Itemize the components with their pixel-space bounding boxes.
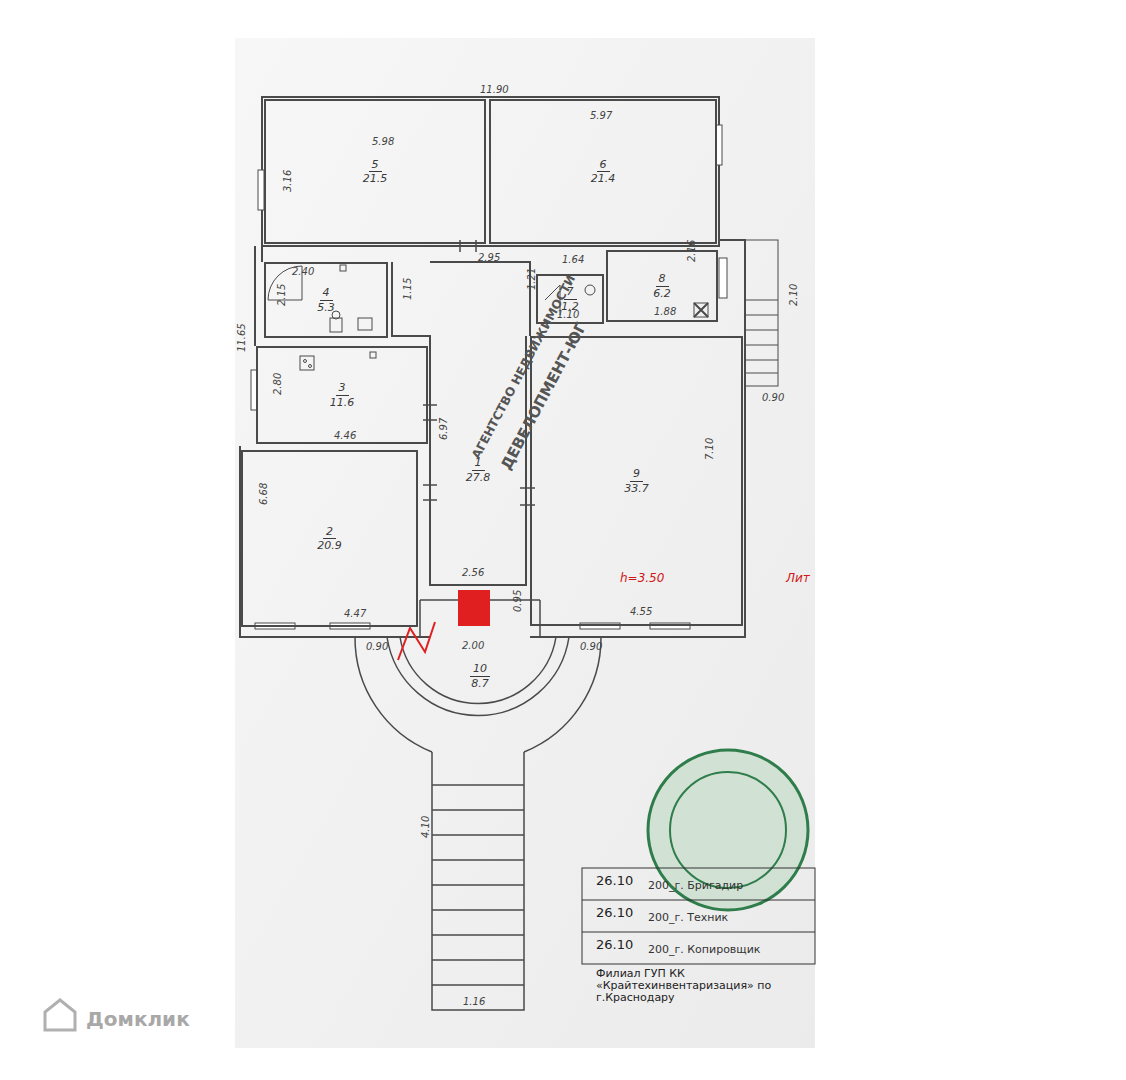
dimension-label: 4.46 bbox=[334, 430, 356, 441]
dimension-label: 2.56 bbox=[462, 567, 484, 578]
stamp-text: 26.10 bbox=[596, 906, 633, 920]
stamp-text: 200_г. Копировщик bbox=[648, 944, 761, 956]
room-area: 33.7 bbox=[624, 482, 649, 495]
stamp-text: Филиал ГУП КК «Крайтехинвентаризация» по… bbox=[596, 968, 806, 1004]
room-box: 521.5 bbox=[264, 99, 486, 244]
dimension-label: 0.95 bbox=[512, 590, 523, 612]
room-area: 20.9 bbox=[317, 539, 342, 552]
dimension-label: 5.97 bbox=[590, 110, 612, 121]
room-number: 3 bbox=[336, 381, 349, 395]
walls bbox=[240, 97, 745, 637]
dimension-label: 2.10 bbox=[788, 284, 799, 306]
dimension-label: 3.16 bbox=[282, 170, 293, 192]
dimension-label: 1.16 bbox=[463, 996, 485, 1007]
dimension-label: 2.00 bbox=[462, 640, 484, 651]
dimension-label: 6.97 bbox=[438, 418, 449, 440]
dimension-label: 11.90 bbox=[480, 84, 509, 95]
dimension-label: 2.95 bbox=[478, 252, 500, 263]
fixtures bbox=[268, 265, 708, 370]
stamp-text: 26.10 bbox=[596, 874, 633, 888]
room-number: 4 bbox=[320, 286, 333, 300]
room-box: 220.9 bbox=[241, 450, 418, 627]
stamp-text: 26.10 bbox=[596, 938, 633, 952]
red-note: Лит bbox=[786, 572, 810, 585]
room-number: 5 bbox=[369, 158, 382, 172]
agency-logo bbox=[458, 590, 490, 626]
room-area: 6.2 bbox=[653, 287, 671, 300]
room-area: 11.6 bbox=[330, 396, 355, 409]
dimension-label: 4.47 bbox=[344, 608, 366, 619]
red-note: h=3.50 bbox=[620, 572, 664, 585]
room-area: 21.5 bbox=[363, 172, 388, 185]
room-number: 10 bbox=[470, 662, 490, 676]
dimension-label: 4.10 bbox=[420, 816, 431, 838]
dimension-label: 2.80 bbox=[272, 373, 283, 395]
dimension-label: 2.16 bbox=[686, 240, 697, 262]
domclick-icon bbox=[45, 1000, 75, 1030]
paper-sheet bbox=[235, 38, 815, 1048]
room-number: 9 bbox=[630, 467, 643, 481]
room-number: 8 bbox=[656, 272, 669, 286]
room-area: 5.3 bbox=[317, 301, 335, 314]
stamp-table bbox=[582, 868, 815, 964]
porch bbox=[355, 600, 601, 1010]
room-area: 21.4 bbox=[591, 172, 616, 185]
dimension-label: 1.64 bbox=[562, 254, 584, 265]
dimension-label: 1.21 bbox=[526, 268, 537, 290]
stamp-text: 200_г. Бригадир bbox=[648, 880, 743, 892]
room-number: 6 bbox=[597, 158, 610, 172]
dimension-label: 0.90 bbox=[580, 641, 602, 652]
dimension-label: 2.40 bbox=[292, 266, 314, 277]
dimension-label: 0.90 bbox=[366, 641, 388, 652]
room-area: 8.7 bbox=[471, 677, 489, 690]
dimension-label: 0.90 bbox=[762, 392, 784, 403]
site-logo-text: Домклик bbox=[86, 1008, 190, 1030]
room-box: 108.7 bbox=[430, 652, 530, 700]
dimension-label: 5.98 bbox=[372, 136, 394, 147]
round-stamp-inner bbox=[670, 772, 786, 888]
dimension-label: 4.55 bbox=[630, 606, 652, 617]
dimension-label: 6.68 bbox=[258, 483, 269, 505]
dimension-label: 7.10 bbox=[704, 438, 715, 460]
red-signature bbox=[398, 622, 435, 660]
room-number: 2 bbox=[323, 525, 336, 539]
stamp-text: 200_г. Техник bbox=[648, 912, 728, 924]
dimension-label: 2.15 bbox=[276, 284, 287, 306]
dimension-label: 1.88 bbox=[654, 306, 676, 317]
room-area: 27.8 bbox=[466, 471, 491, 484]
side-stairs bbox=[745, 240, 778, 386]
dimension-label: 1.15 bbox=[402, 278, 413, 300]
room-box: 311.6 bbox=[256, 346, 428, 444]
dimension-label: 11.65 bbox=[236, 323, 247, 352]
round-stamp bbox=[648, 750, 808, 910]
